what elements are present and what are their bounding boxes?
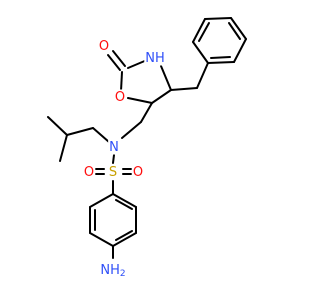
bonds <box>47 17 247 259</box>
bond-ph-4 <box>230 17 247 40</box>
bond-n3-c4 <box>160 65 172 91</box>
bond-c4-ch2 <box>170 87 198 91</box>
atom-label-background <box>131 164 145 180</box>
bond-c5-ch2 <box>140 102 153 123</box>
atom-label-carbonyl-o: O <box>99 39 109 54</box>
atom-label-sulfonyl-o-right: O <box>133 165 143 180</box>
bond-ch-me1 <box>59 134 68 162</box>
bond-ph-inner-2 <box>228 22 241 40</box>
bond-ch2-n <box>121 121 142 139</box>
atom-label-ring-o: O <box>115 90 125 105</box>
bond-ch2-phenyl <box>196 62 209 89</box>
atom-label-sulfonyl-o-left: O <box>84 165 94 180</box>
bond-c2-n3 <box>127 59 148 69</box>
atom-label-background <box>113 89 127 105</box>
atom-label-background <box>99 262 127 279</box>
bond-ph-3 <box>204 17 232 20</box>
atom-label-background <box>144 50 166 66</box>
atom-label-amine-nh2: NH2 <box>100 263 125 280</box>
bond-ph-6 <box>207 61 235 64</box>
bond-carbonyl-2 <box>112 50 126 67</box>
bond-ar-3 <box>89 232 114 247</box>
atom-label-background <box>97 38 111 54</box>
atom-label-background <box>108 139 120 155</box>
bond-ar-6 <box>112 193 137 208</box>
bond-o1-c2 <box>120 71 123 92</box>
molecule-structure-diagram: O NH O N S O O NH2 <box>47 17 247 280</box>
bond-ph-5 <box>233 38 247 63</box>
bond-c5-o1 <box>127 97 153 104</box>
bond-ar-1 <box>89 193 114 208</box>
bond-carbonyl-1 <box>107 54 121 71</box>
atom-label-ring-nh: NH <box>145 51 165 66</box>
bond-ar-inner-2 <box>115 230 133 241</box>
atom-label-sulfur: S <box>109 165 117 180</box>
bond-ar-4 <box>112 232 137 247</box>
bond-c4-c5 <box>151 89 172 104</box>
bond-ch-me2 <box>47 116 68 136</box>
bond-ph-1 <box>192 41 209 64</box>
atom-label-sulfonamide-n: N <box>109 140 119 155</box>
atom-labels: O NH O N S O O NH2 <box>82 38 166 280</box>
bond-n-ch2-ib <box>92 127 110 143</box>
bond-ph-inner-3 <box>210 56 231 59</box>
atom-label-background <box>107 164 119 180</box>
bond-ar-inner-3 <box>115 199 133 210</box>
bond-ph-2 <box>192 18 206 43</box>
bond-n-s <box>112 154 115 164</box>
atom-label-background <box>82 164 96 180</box>
bond-ph-inner-1 <box>198 22 210 42</box>
bond-ch2-ch-ib <box>66 127 94 136</box>
